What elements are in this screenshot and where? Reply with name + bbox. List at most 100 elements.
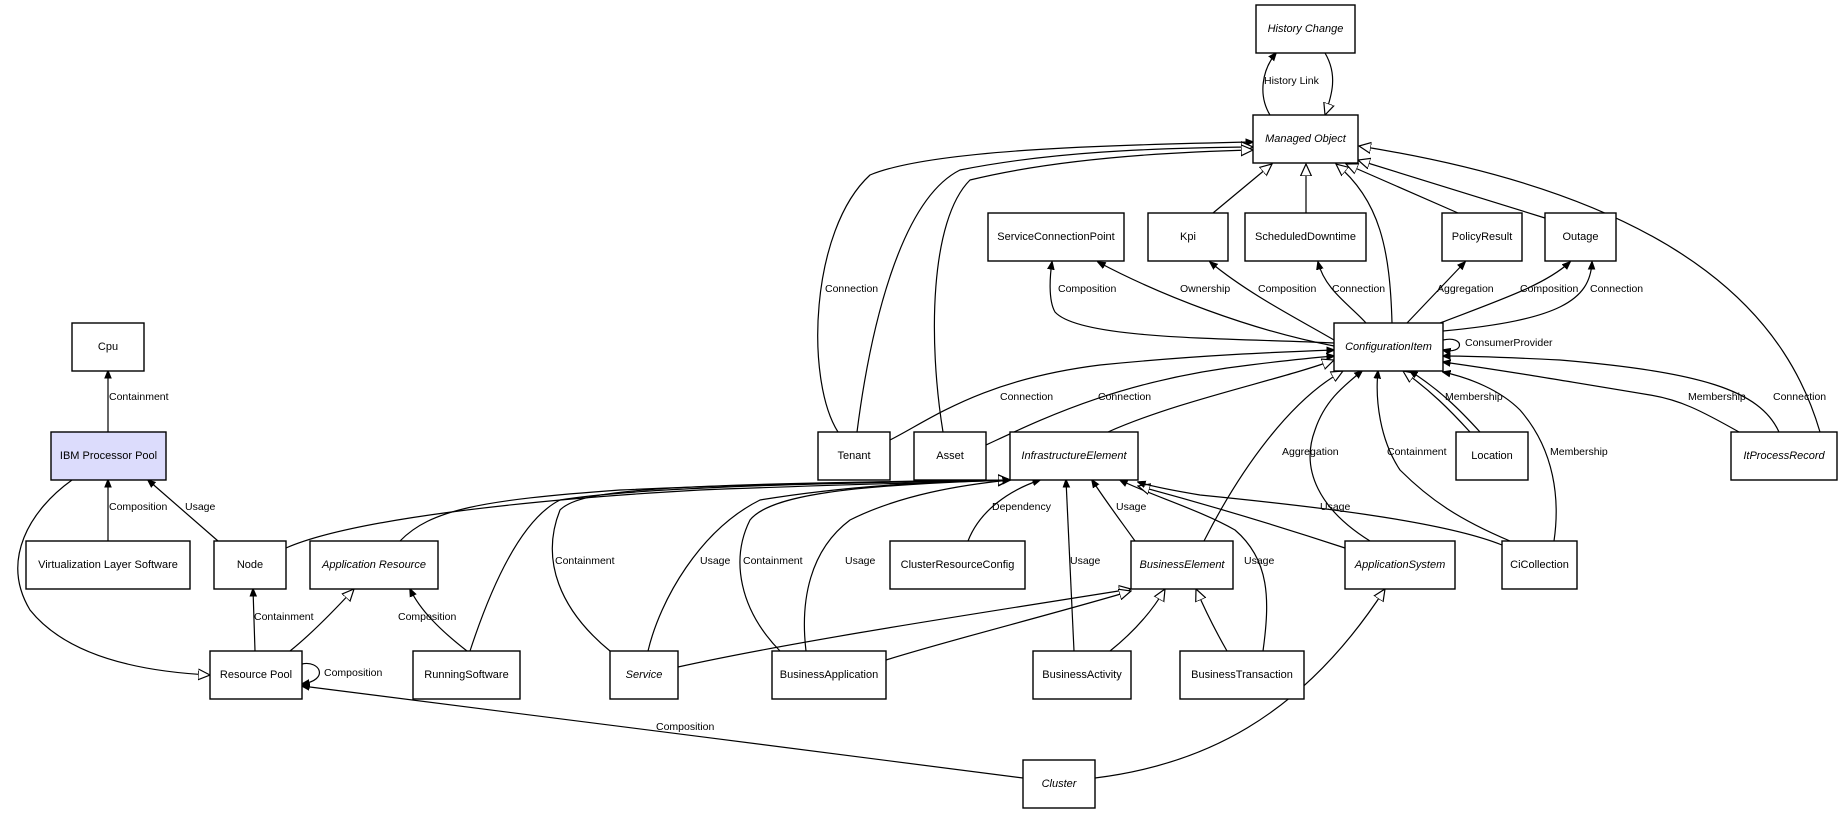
- class-node-cluster[interactable]: Cluster: [1022, 759, 1096, 809]
- class-node-resource-pool[interactable]: Resource Pool: [209, 650, 303, 700]
- generalization-arrow: [1359, 146, 1821, 433]
- generalization-arrow: [856, 147, 1253, 433]
- class-node-business-element[interactable]: BusinessElement: [1130, 540, 1234, 590]
- class-name: Asset: [936, 450, 964, 462]
- class-box[interactable]: [1032, 650, 1132, 700]
- edge-label: Connection: [1590, 283, 1643, 295]
- class-node-running-software[interactable]: RunningSoftware: [412, 650, 521, 700]
- class-box[interactable]: [412, 650, 521, 700]
- class-node-cluster-resource-config[interactable]: ClusterResourceConfig: [889, 540, 1026, 590]
- class-box[interactable]: [1255, 4, 1356, 54]
- class-name: Resource Pool: [220, 669, 292, 681]
- class-box[interactable]: [1333, 322, 1444, 372]
- edge-generalization-tenant-to-managed-object: [856, 147, 1253, 433]
- class-box[interactable]: [1455, 431, 1529, 481]
- class-box[interactable]: [1501, 540, 1578, 590]
- class-node-managed-object[interactable]: Managed Object: [1252, 114, 1359, 164]
- association-arrow: [302, 686, 1024, 779]
- class-node-configuration-item[interactable]: ConfigurationItem: [1333, 322, 1444, 372]
- class-node-ibm-processor-pool[interactable]: IBM Processor Pool: [50, 431, 167, 481]
- edge-label: ConsumerProvider: [1465, 337, 1553, 349]
- class-node-outage[interactable]: Outage: [1544, 212, 1617, 262]
- edge-association-ci-collection-to-infrastructure-element: [1138, 482, 1503, 546]
- class-box[interactable]: [71, 322, 145, 372]
- class-node-ci-collection[interactable]: CiCollection: [1501, 540, 1578, 590]
- class-node-kpi[interactable]: Kpi: [1147, 212, 1229, 262]
- edge-label: Membership: [1688, 391, 1746, 403]
- generalization-arrow: [1203, 371, 1343, 542]
- class-box[interactable]: [1344, 540, 1456, 590]
- class-node-service[interactable]: Service: [609, 650, 679, 700]
- class-box[interactable]: [1730, 431, 1838, 481]
- class-node-scheduled-downtime[interactable]: ScheduledDowntime: [1244, 212, 1367, 262]
- edge-association-tenant-to-configuration-item: [889, 350, 1334, 441]
- class-box[interactable]: [1130, 540, 1234, 590]
- class-node-business-activity[interactable]: BusinessActivity: [1032, 650, 1132, 700]
- edge-generalization-resource-pool-to-application-resource: [289, 589, 354, 652]
- class-node-policy-result[interactable]: PolicyResult: [1441, 212, 1523, 262]
- class-box[interactable]: [817, 431, 891, 481]
- class-name: Managed Object: [1265, 133, 1347, 145]
- class-box[interactable]: [1179, 650, 1305, 700]
- class-box[interactable]: [1022, 759, 1096, 809]
- class-node-application-resource[interactable]: Application Resource: [309, 540, 439, 590]
- edge-label: Containment: [254, 611, 314, 623]
- class-name: History Change: [1268, 23, 1344, 35]
- edge-association-configuration-item-to-policy-result: [1406, 262, 1465, 324]
- class-box[interactable]: [987, 212, 1125, 262]
- class-name: ConfigurationItem: [1345, 341, 1432, 353]
- association-arrow: [1318, 262, 1367, 324]
- class-node-virtualization-layer-software[interactable]: Virtualization Layer Software: [25, 540, 191, 590]
- class-box[interactable]: [309, 540, 439, 590]
- generalization-arrow: [1109, 589, 1165, 652]
- class-name: ServiceConnectionPoint: [997, 231, 1114, 243]
- class-node-cpu[interactable]: Cpu: [71, 322, 145, 372]
- class-box[interactable]: [50, 431, 167, 481]
- class-name: Location: [1471, 450, 1513, 462]
- association-arrow: [817, 142, 1253, 433]
- class-box[interactable]: [213, 540, 287, 590]
- class-box[interactable]: [209, 650, 303, 700]
- class-node-location[interactable]: Location: [1455, 431, 1529, 481]
- class-box[interactable]: [1441, 212, 1523, 262]
- class-box[interactable]: [771, 650, 887, 700]
- edge-generalization-infrastructure-element-to-configuration-item: [1107, 360, 1334, 433]
- class-box[interactable]: [1244, 212, 1367, 262]
- edge-label: Usage: [700, 555, 731, 567]
- association-arrow: [1138, 482, 1503, 546]
- class-box[interactable]: [1147, 212, 1229, 262]
- association-arrow: [739, 480, 1010, 652]
- class-node-application-system[interactable]: ApplicationSystem: [1344, 540, 1456, 590]
- class-box[interactable]: [889, 540, 1026, 590]
- class-node-it-process-record[interactable]: ItProcessRecord: [1730, 431, 1838, 481]
- class-box[interactable]: [25, 540, 191, 590]
- class-name: BusinessElement: [1140, 559, 1226, 571]
- edge-association-it-process-record-to-configuration-item: [1443, 362, 1740, 433]
- class-box[interactable]: [1009, 431, 1139, 481]
- class-box[interactable]: [1544, 212, 1617, 262]
- class-name: InfrastructureElement: [1021, 450, 1127, 462]
- class-node-history-change[interactable]: History Change: [1255, 4, 1356, 54]
- edge-label: Usage: [185, 501, 216, 513]
- edge-association-ci-collection-to-configuration-item: [1377, 371, 1511, 542]
- association-arrow: [1443, 372, 1557, 542]
- class-box[interactable]: [1252, 114, 1359, 164]
- class-node-business-transaction[interactable]: BusinessTransaction: [1179, 650, 1305, 700]
- edge-label: Containment: [1387, 446, 1447, 458]
- edge-label: Membership: [1445, 391, 1503, 403]
- class-node-node[interactable]: Node: [213, 540, 287, 590]
- generalization-arrow: [885, 591, 1131, 661]
- class-box[interactable]: [609, 650, 679, 700]
- class-node-service-connection-point[interactable]: ServiceConnectionPoint: [987, 212, 1125, 262]
- class-node-business-application[interactable]: BusinessApplication: [771, 650, 887, 700]
- class-node-tenant[interactable]: Tenant: [817, 431, 891, 481]
- generalization-arrow: [677, 589, 1131, 668]
- edge-association-ci-collection-to-configuration-item: [1443, 372, 1557, 542]
- class-node-asset[interactable]: Asset: [913, 431, 987, 481]
- edge-generalization-it-process-record-to-managed-object: [1359, 146, 1821, 433]
- class-node-infrastructure-element[interactable]: InfrastructureElement: [1009, 431, 1139, 481]
- class-box[interactable]: [913, 431, 987, 481]
- association-arrow: [253, 589, 255, 652]
- association-arrow: [410, 589, 468, 652]
